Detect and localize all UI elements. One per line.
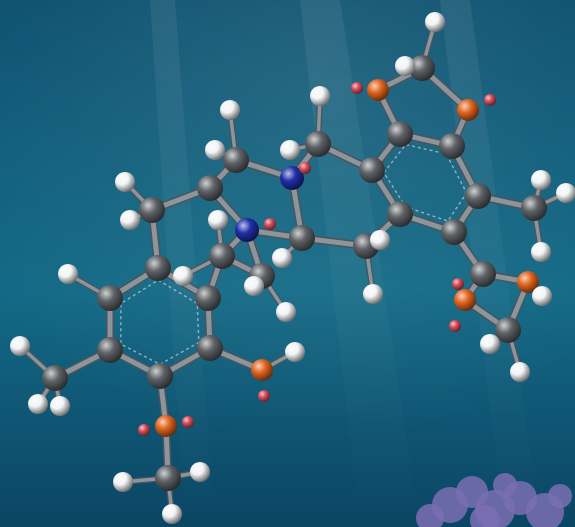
- hydrogen-atom: [115, 172, 135, 192]
- lone_pair-atom: [299, 162, 311, 174]
- coral: [416, 473, 572, 527]
- carbon-atom: [465, 183, 491, 209]
- hydrogen-atom: [532, 286, 552, 306]
- carbon-atom: [495, 317, 521, 343]
- hydrogen-atom: [285, 342, 305, 362]
- hydrogen-atom: [425, 12, 445, 32]
- carbon-atom: [305, 131, 331, 157]
- hydrogen-atom: [531, 170, 551, 190]
- hydrogen-atom: [220, 100, 240, 120]
- hydrogen-atom: [395, 56, 415, 76]
- hydrogen-atom: [276, 302, 296, 322]
- carbon-atom: [195, 285, 221, 311]
- carbon-atom: [139, 197, 165, 223]
- coral-blob: [470, 505, 500, 527]
- nitrogen-atom: [235, 218, 259, 242]
- carbon-atom: [197, 335, 223, 361]
- hydrogen-atom: [190, 462, 210, 482]
- hydrogen-atom: [113, 472, 133, 492]
- hydrogen-atom: [480, 334, 500, 354]
- hydrogen-atom: [205, 140, 225, 160]
- carbon-atom: [147, 363, 173, 389]
- lone_pair-atom: [182, 416, 194, 428]
- carbon-atom: [223, 147, 249, 173]
- atoms: [10, 12, 575, 524]
- carbon-atom: [42, 365, 68, 391]
- carbon-atom: [409, 55, 435, 81]
- hydrogen-atom: [244, 276, 264, 296]
- oxygen-atom: [251, 359, 273, 381]
- hydrogen-atom: [531, 242, 551, 262]
- hydrogen-atom: [310, 86, 330, 106]
- coral-blob: [416, 504, 444, 527]
- oxygen-atom: [367, 79, 389, 101]
- carbon-atom: [359, 157, 385, 183]
- lone_pair-atom: [452, 278, 464, 290]
- hydrogen-atom: [162, 504, 182, 524]
- hydrogen-atom: [280, 140, 300, 160]
- oxygen-atom: [155, 415, 177, 437]
- carbon-atom: [439, 133, 465, 159]
- lone_pair-atom: [264, 218, 276, 230]
- hydrogen-atom: [10, 336, 30, 356]
- carbon-atom: [155, 465, 181, 491]
- hydrogen-atom: [120, 210, 140, 230]
- nitrogen-atom: [280, 166, 304, 190]
- carbon-atom: [289, 225, 315, 251]
- carbon-atom: [387, 121, 413, 147]
- hydrogen-atom: [58, 264, 78, 284]
- carbon-atom: [441, 219, 467, 245]
- carbon-atom: [145, 255, 171, 281]
- carbon-atom: [521, 195, 547, 221]
- oxygen-atom: [457, 99, 479, 121]
- hydrogen-atom: [208, 210, 228, 230]
- carbon-atom: [209, 243, 235, 269]
- hydrogen-atom: [50, 396, 70, 416]
- carbon-atom: [197, 175, 223, 201]
- hydrogen-atom: [272, 248, 292, 268]
- oxygen-atom: [517, 271, 539, 293]
- lone_pair-atom: [351, 82, 363, 94]
- hydrogen-atom: [510, 362, 530, 382]
- carbon-atom: [387, 201, 413, 227]
- carbon-atom: [97, 337, 123, 363]
- hydrogen-atom: [363, 284, 383, 304]
- carbon-atom: [470, 261, 496, 287]
- hydrogen-atom: [28, 394, 48, 414]
- lone_pair-atom: [138, 424, 150, 436]
- hydrogen-atom: [370, 230, 390, 250]
- carbon-atom: [97, 285, 123, 311]
- hydrogen-atom: [556, 183, 575, 203]
- lone_pair-atom: [258, 390, 270, 402]
- lone_pair-atom: [449, 320, 461, 332]
- hydrogen-atom: [173, 266, 193, 286]
- oxygen-atom: [454, 289, 476, 311]
- lone_pair-atom: [484, 94, 496, 106]
- coral-blob: [548, 484, 572, 508]
- coral-blob: [493, 473, 517, 497]
